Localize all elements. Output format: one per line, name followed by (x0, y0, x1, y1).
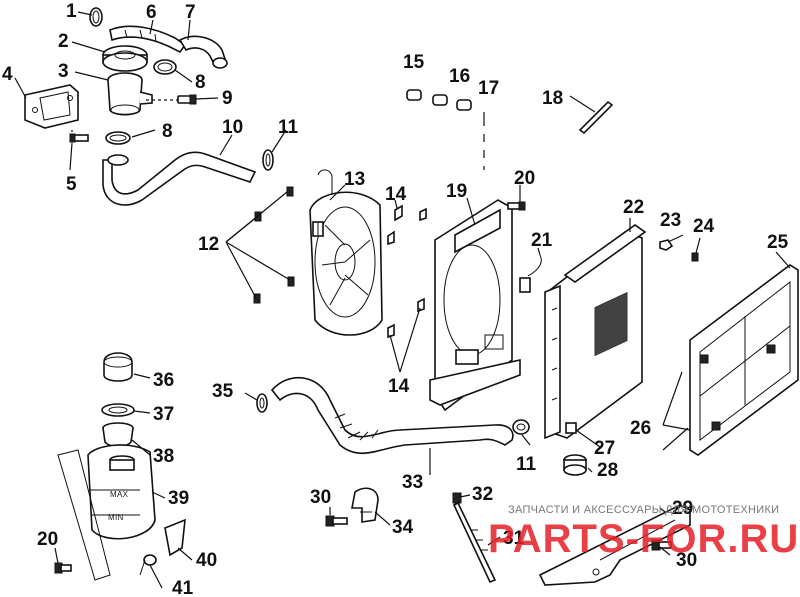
callout-2: 2 (58, 31, 69, 52)
callout-31: 31 (503, 528, 525, 549)
callout-26: 26 (630, 418, 651, 439)
hose-clamp-part-11-lower (512, 419, 530, 435)
mounting-bracket-part-4 (24, 84, 79, 129)
callout-4: 4 (2, 64, 13, 85)
overflow-tank-part-39: MAX MIN (57, 444, 156, 581)
callout-7: 7 (185, 2, 196, 23)
callout-32: 32 (472, 484, 493, 505)
callout-33: 33 (402, 472, 423, 493)
callout-11-lower: 11 (516, 454, 537, 475)
callout-35: 35 (212, 381, 234, 402)
hose-elbow-part-34 (351, 487, 379, 523)
callout-10: 10 (222, 117, 243, 138)
callout-15: 15 (403, 52, 425, 73)
callout-19: 19 (446, 181, 467, 202)
upper-hose-part-6 (109, 25, 187, 54)
callout-5: 5 (66, 174, 77, 195)
clamp-part-41 (139, 554, 157, 576)
screw-part-5 (69, 130, 89, 143)
callout-34: 34 (392, 517, 414, 538)
tie-strap-part-18 (578, 100, 614, 135)
drain-rod-part-31 (452, 501, 497, 584)
leader-lines (14, 11, 791, 589)
screw-part-24 (691, 252, 699, 262)
screws-part-12 (253, 186, 295, 304)
callout-14-upper: 14 (385, 184, 407, 205)
gasket-part-37 (101, 403, 135, 417)
callout-24: 24 (693, 216, 715, 237)
lower-hose-part-10 (102, 151, 257, 206)
callout-22: 22 (623, 197, 644, 218)
callout-9: 9 (222, 88, 233, 109)
hose-elbow-part-7 (178, 35, 228, 69)
screw-part-9 (146, 94, 197, 105)
callout-12: 12 (198, 234, 219, 255)
fan-shroud-part-19 (429, 199, 521, 412)
tank-min-mark: MIN (108, 513, 124, 522)
callout-29: 29 (672, 498, 693, 519)
callout-23: 23 (660, 210, 681, 231)
hose-clamp-part-8-lower (105, 131, 131, 145)
callout-16: 16 (449, 66, 470, 87)
filler-neck-part-3 (107, 72, 153, 116)
callout-13: 13 (344, 169, 365, 190)
callout-41: 41 (172, 578, 194, 597)
callout-20-upper: 20 (514, 168, 535, 189)
pressure-cap-part-2 (102, 45, 148, 72)
bolt-part-20-upper (507, 201, 526, 211)
temperature-sensor-part-21 (519, 254, 542, 293)
hose-clamp-part-8-upper (153, 59, 177, 75)
support-bracket-part-29 (538, 504, 691, 586)
cooling-fan-part-13 (309, 169, 383, 336)
rubber-mount-part-27 (565, 422, 577, 434)
tank-cap-part-36 (103, 352, 133, 382)
callout-3: 3 (58, 61, 69, 82)
callout-18: 18 (542, 88, 563, 109)
callout-8-lower: 8 (162, 121, 173, 142)
callout-30-left: 30 (310, 487, 331, 508)
callout-28: 28 (597, 460, 618, 481)
callout-36: 36 (153, 370, 174, 391)
vent-hose-part-40 (164, 518, 186, 557)
fuses-parts-15-16-17 (406, 89, 485, 170)
callout-14-lower: 14 (388, 376, 410, 397)
callout-11-upper: 11 (278, 117, 299, 138)
bolt-part-30-right (651, 539, 672, 551)
nut-part-23 (659, 239, 674, 251)
watermark-logo: PARTS-FOR.RU (488, 517, 799, 561)
bolt-part-30-left (325, 515, 348, 527)
clip-nuts-part-14 (387, 204, 427, 339)
coolant-hose-part-33 (270, 376, 514, 455)
dipstick-part-32 (452, 492, 462, 504)
callout-6: 6 (146, 2, 157, 23)
grommet-part-28 (563, 454, 587, 476)
callout-38: 38 (153, 446, 174, 467)
callout-25: 25 (767, 232, 789, 253)
hose-clamp-part-1 (89, 7, 103, 27)
callout-17: 17 (478, 78, 499, 99)
callout-30-right: 30 (676, 550, 697, 571)
callout-1: 1 (66, 1, 77, 22)
watermark: ЗАПЧАСТИ И АКСЕССУАРЫ ДЛЯ МОТОТЕХНИКИ PA… (488, 504, 799, 561)
callout-40: 40 (196, 550, 217, 571)
callout-20-lower: 20 (37, 529, 58, 550)
hose-clamp-part-35 (256, 393, 268, 413)
callout-39: 39 (168, 488, 189, 509)
tank-neck-part-38 (102, 422, 134, 448)
tank-max-mark: MAX (110, 490, 129, 499)
screw-part-20-lower (54, 562, 72, 574)
radiator-screen-part-25 (689, 264, 799, 456)
hose-clamp-part-11-upper (262, 149, 274, 171)
callout-21: 21 (531, 230, 553, 251)
callout-37: 37 (153, 404, 174, 425)
watermark-caption: ЗАПЧАСТИ И АКСЕССУАРЫ ДЛЯ МОТОТЕХНИКИ (508, 504, 779, 516)
radiator-part-22 (544, 224, 647, 440)
callout-27: 27 (594, 438, 615, 459)
callout-8-upper: 8 (195, 72, 206, 93)
